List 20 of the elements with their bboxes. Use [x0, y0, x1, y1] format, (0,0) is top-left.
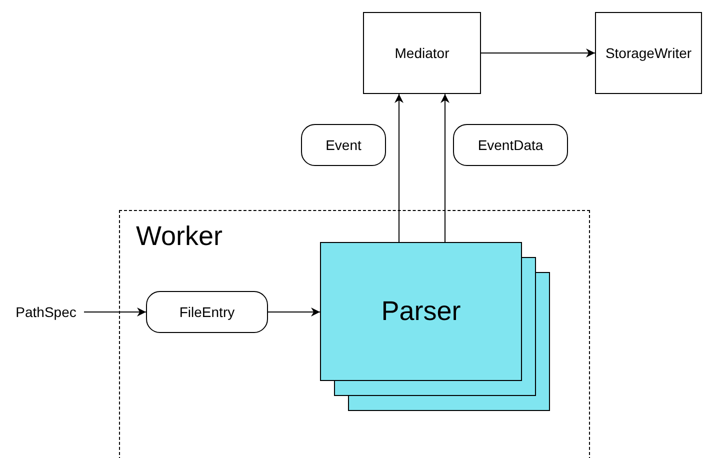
node-label: PathSpec — [16, 304, 76, 320]
node-label: EventData — [478, 137, 544, 153]
node-label: Event — [326, 137, 362, 153]
process-box — [363, 12, 481, 94]
stacked-process-box — [320, 242, 522, 381]
rounded-box — [146, 291, 268, 333]
arrow — [84, 308, 146, 316]
node-label: Mediator — [394, 45, 450, 61]
node-label: StorageWriter — [605, 45, 692, 61]
arrow — [440, 94, 450, 242]
process-box — [595, 12, 702, 94]
arrow — [480, 48, 596, 58]
node-label: FileEntry — [179, 304, 235, 320]
node-label: Parser — [381, 296, 461, 327]
arrow — [394, 94, 404, 242]
arrow — [268, 308, 320, 316]
rounded-box — [301, 124, 386, 166]
rounded-box — [453, 124, 568, 166]
group-frame — [119, 210, 590, 458]
group-title: Worker — [136, 221, 223, 252]
